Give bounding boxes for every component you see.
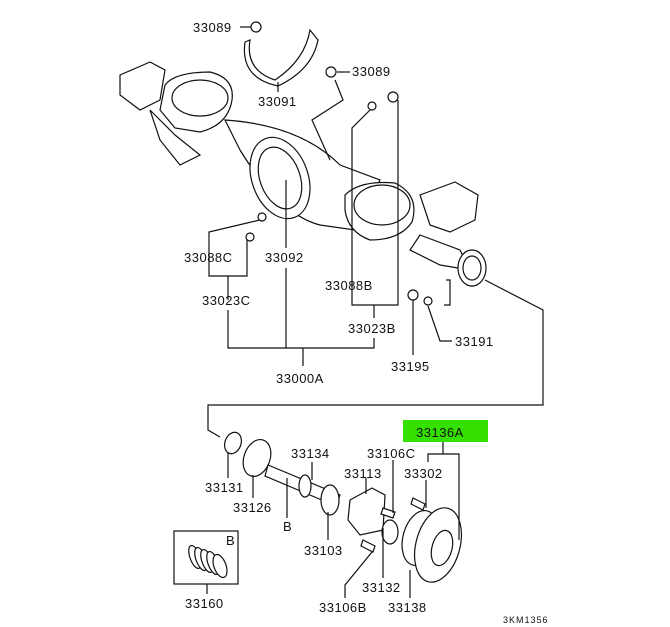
part-label-33195[interactable]: 33195 [391,359,430,374]
highlight-33136A [403,420,488,442]
diagram-code: 3KM1356 [503,615,549,625]
part-label-33000A[interactable]: 33000A [276,371,324,386]
part-label-33126[interactable]: 33126 [233,500,272,515]
leader-lines-bottom [206,442,460,598]
leader-lines-top [207,26,544,438]
part-label-33023C[interactable]: 33023C [202,293,251,308]
part-label-33023B[interactable]: 33023B [348,321,396,336]
part-label-33302[interactable]: 33302 [404,466,443,481]
part-label-33160[interactable]: 33160 [185,596,224,611]
part-label-33134[interactable]: 33134 [291,446,330,461]
part-label-33103[interactable]: 33103 [304,543,343,558]
axle-housing-drawing [119,21,487,306]
hub-assembly-drawing [223,431,463,583]
part-label-33113[interactable]: 33113 [344,466,382,481]
part-label-33138[interactable]: 33138 [388,600,427,615]
part-label-33106C[interactable]: 33106C [367,446,416,461]
part-label-33092[interactable]: 33092 [265,250,304,265]
part-label-33088C[interactable]: 33088C [184,250,233,265]
ref-label-b: B [283,519,292,534]
spring-ring-set-drawing [188,544,228,579]
part-label-33091[interactable]: 33091 [258,94,297,109]
part-label-33131[interactable]: 33131 [205,480,244,495]
ref-label-b-box: B [226,533,235,548]
part-label-33089[interactable]: 33089 [193,20,232,35]
detail-box-b [173,530,239,585]
part-label-33191[interactable]: 33191 [455,334,494,349]
part-label-33089[interactable]: 33089 [352,64,391,79]
part-label-33106B[interactable]: 33106B [319,600,367,615]
part-label-33136A[interactable]: 33136A [416,425,464,440]
part-label-33132[interactable]: 33132 [362,580,401,595]
part-label-33088B[interactable]: 33088B [325,278,373,293]
